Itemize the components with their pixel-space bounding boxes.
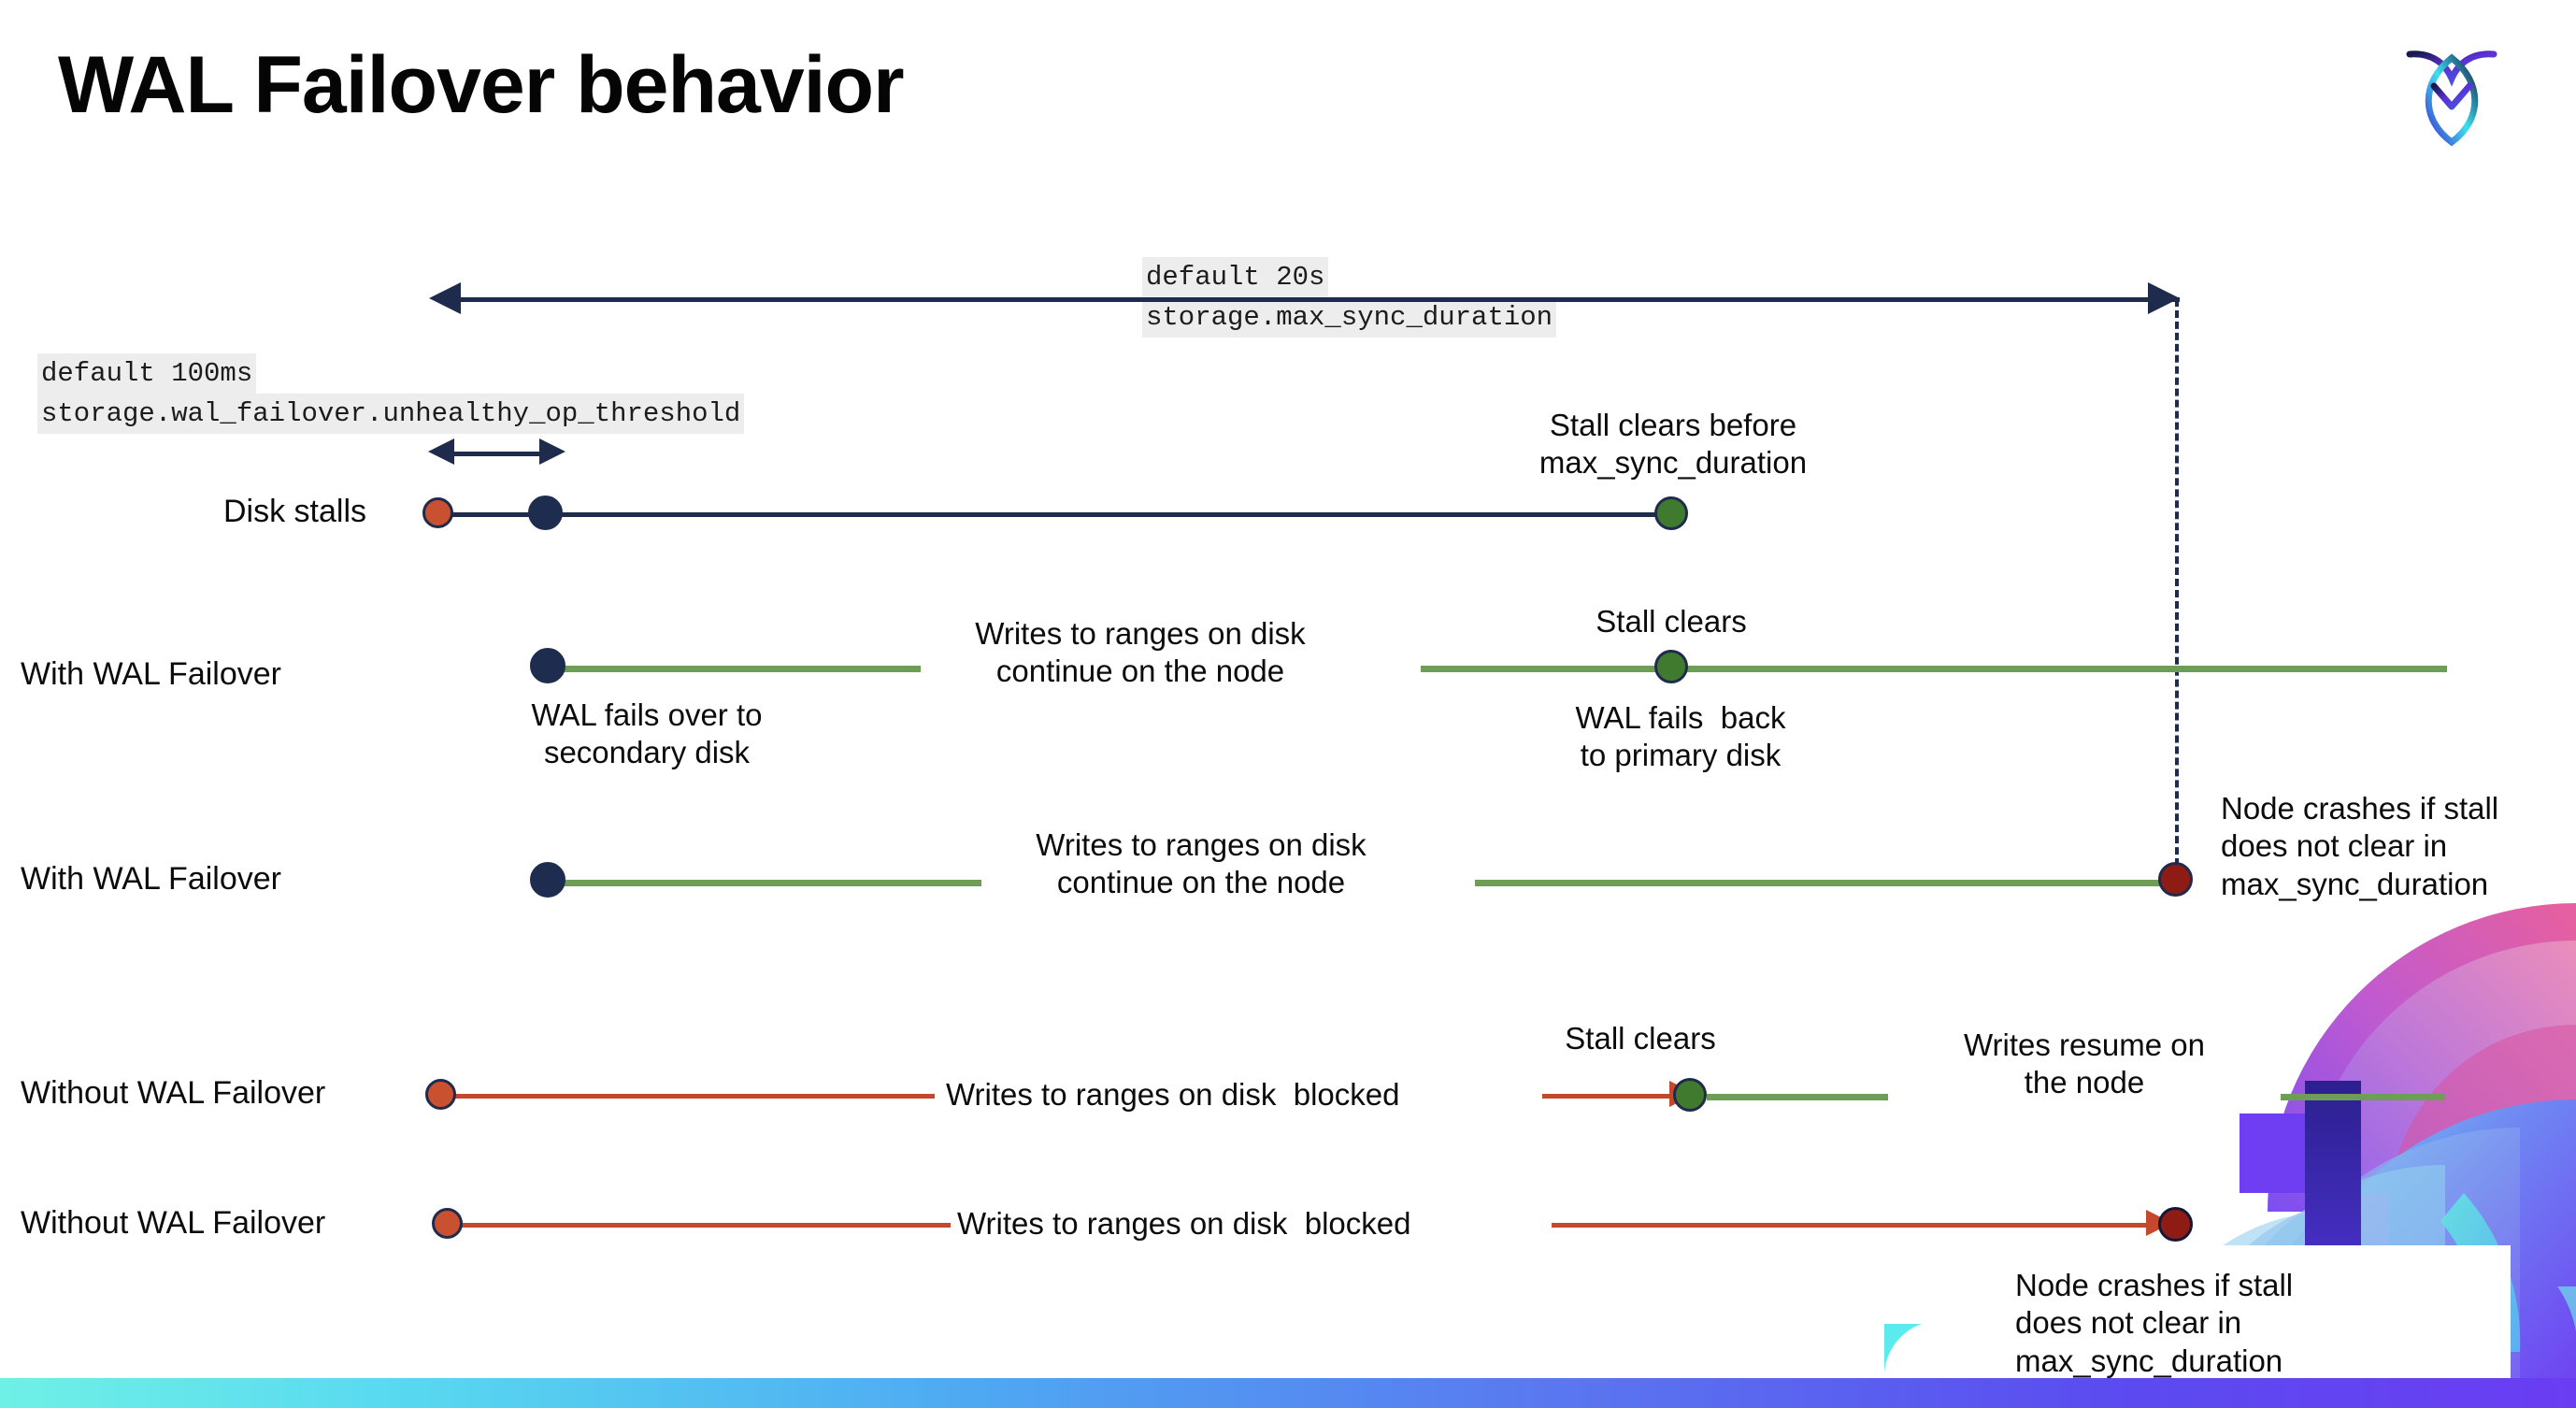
without-wal-green-seg2 xyxy=(2281,1094,2445,1100)
without-wal-green-seg xyxy=(1707,1094,1888,1100)
without-wal-start-dot xyxy=(425,1079,456,1110)
unhealthy-span-line xyxy=(454,452,540,456)
writes-blocked-note-2: Writes to ranges on disk blocked xyxy=(957,1206,1411,1241)
wal-fails-back-note: WAL fails back to primary disk xyxy=(1575,700,1786,773)
writes-resume-note: Writes resume on the node xyxy=(1964,1027,2205,1100)
page-title: WAL Failover behavior xyxy=(58,40,905,130)
without-wal2-line-seg2 xyxy=(1552,1223,2154,1228)
wal-failover2-line-seg2 xyxy=(1475,880,2174,886)
callout-backdrop xyxy=(1950,1245,2511,1386)
unhealthy-arrow-left-icon xyxy=(428,438,454,465)
wal-failover-line-seg1 xyxy=(547,666,921,672)
writes-continue-note-2: Writes to ranges on disk continue on the… xyxy=(1036,827,1367,900)
stall-clears-note-2: Stall clears xyxy=(1565,1021,1716,1056)
wal-failover-clear-dot xyxy=(1654,650,1688,683)
row-label-without-wal-failover-2: Without WAL Failover xyxy=(21,1205,326,1241)
max-sync-arrow-right-icon xyxy=(2148,282,2180,314)
stall-clears-before-note: Stall clears before max_sync_duration xyxy=(1538,408,1808,481)
max-sync-span-line xyxy=(458,297,2180,302)
without-wal2-line-seg1 xyxy=(455,1223,951,1228)
without-wal-line-seg1 xyxy=(449,1094,935,1099)
wal-failover2-start-dot xyxy=(530,862,565,898)
unhealthy-default-chip: default 100ms xyxy=(37,353,257,395)
disk-stall-clear-dot xyxy=(1654,496,1688,530)
wal-failover2-line-seg1 xyxy=(547,880,981,886)
unhealthy-name-chip: storage.wal_failover.unhealthy_op_thresh… xyxy=(37,394,745,435)
disk-stalls-line xyxy=(439,512,1673,517)
without-wal-line-seg2 xyxy=(1542,1094,1678,1099)
max-sync-dashed-guide xyxy=(2175,299,2179,877)
writes-blocked-note-1: Writes to ranges on disk blocked xyxy=(946,1077,1400,1112)
row-label-without-wal-failover-1: Without WAL Failover xyxy=(21,1075,326,1111)
row-label-disk-stalls: Disk stalls xyxy=(223,494,367,529)
unhealthy-arrow-right-icon xyxy=(539,438,565,465)
max-sync-arrow-left-icon xyxy=(429,282,461,314)
max-sync-default-chip: default 20s xyxy=(1142,257,1329,298)
node-crashes-note-1: Node crashes if stall does not clear in … xyxy=(2221,791,2499,901)
max-sync-name-chip: storage.max_sync_duration xyxy=(1142,297,1557,338)
wal-failover-line-seg2 xyxy=(1421,666,2447,672)
row-label-with-wal-failover-1: With WAL Failover xyxy=(21,656,281,692)
wal-fails-over-note: WAL fails over to secondary disk xyxy=(531,697,763,770)
without-wal-clear-dot xyxy=(1673,1078,1707,1112)
bottom-gradient-bar xyxy=(0,1378,2576,1408)
node-crashes-note-2: Node crashes if stall does not clear in … xyxy=(2015,1268,2294,1378)
row-label-with-wal-failover-2: With WAL Failover xyxy=(21,861,281,897)
without-wal2-crash-dot xyxy=(2158,1207,2193,1242)
without-wal2-start-dot xyxy=(432,1208,463,1239)
disk-stall-threshold-dot xyxy=(528,496,563,530)
wal-failover2-crash-dot xyxy=(2158,862,2193,897)
wal-failover-start-dot xyxy=(530,648,565,683)
stall-clears-note-1: Stall clears xyxy=(1596,604,1747,639)
cockroach-labs-logo-icon xyxy=(2400,30,2503,151)
writes-continue-note-1: Writes to ranges on disk continue on the… xyxy=(975,616,1306,689)
disk-stall-start-dot xyxy=(422,497,453,528)
